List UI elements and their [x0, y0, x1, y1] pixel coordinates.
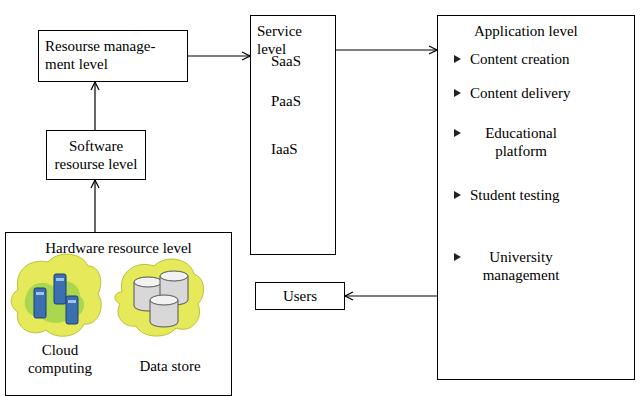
box-item: Cloud computing [20, 341, 100, 377]
flow-arrow [188, 55, 250, 56]
box-item: PaaS [271, 92, 331, 110]
flow-arrow [94, 180, 95, 232]
flow-arrow [336, 49, 437, 50]
box-item: University management [452, 248, 572, 284]
box-item: IaaS [271, 140, 331, 158]
service-level-box: Service levelSaaS PaaS IaaS [250, 15, 336, 255]
box-item: Student testing [452, 186, 622, 204]
level-box: Resourse manage- ment level [38, 30, 188, 82]
users-box: Users [255, 282, 345, 310]
box-item: Data store [124, 357, 216, 375]
box-item: SaaS [271, 52, 331, 70]
flow-arrow [345, 295, 437, 296]
cloud-computing-icon [11, 254, 101, 336]
box-item: Content creation [452, 50, 622, 68]
box-title: Resourse manage- ment level [45, 37, 181, 73]
data-store-icon [115, 259, 204, 336]
box-item: Content delivery [452, 84, 622, 102]
level-box: Software resourse level [46, 130, 146, 180]
box-title: Application level [474, 22, 624, 40]
flow-arrow [94, 82, 95, 130]
box-title: Service level [257, 22, 331, 58]
box-title: Users [260, 287, 340, 305]
box-title: Hardware resource level [12, 239, 225, 257]
box-item: Educational platform [452, 124, 572, 160]
box-title: Software resourse level [51, 137, 141, 173]
hardware-level-box: Hardware resource levelCloud computing Da… [5, 232, 232, 396]
application-level-box: Application levelContent creationContent… [437, 15, 635, 380]
